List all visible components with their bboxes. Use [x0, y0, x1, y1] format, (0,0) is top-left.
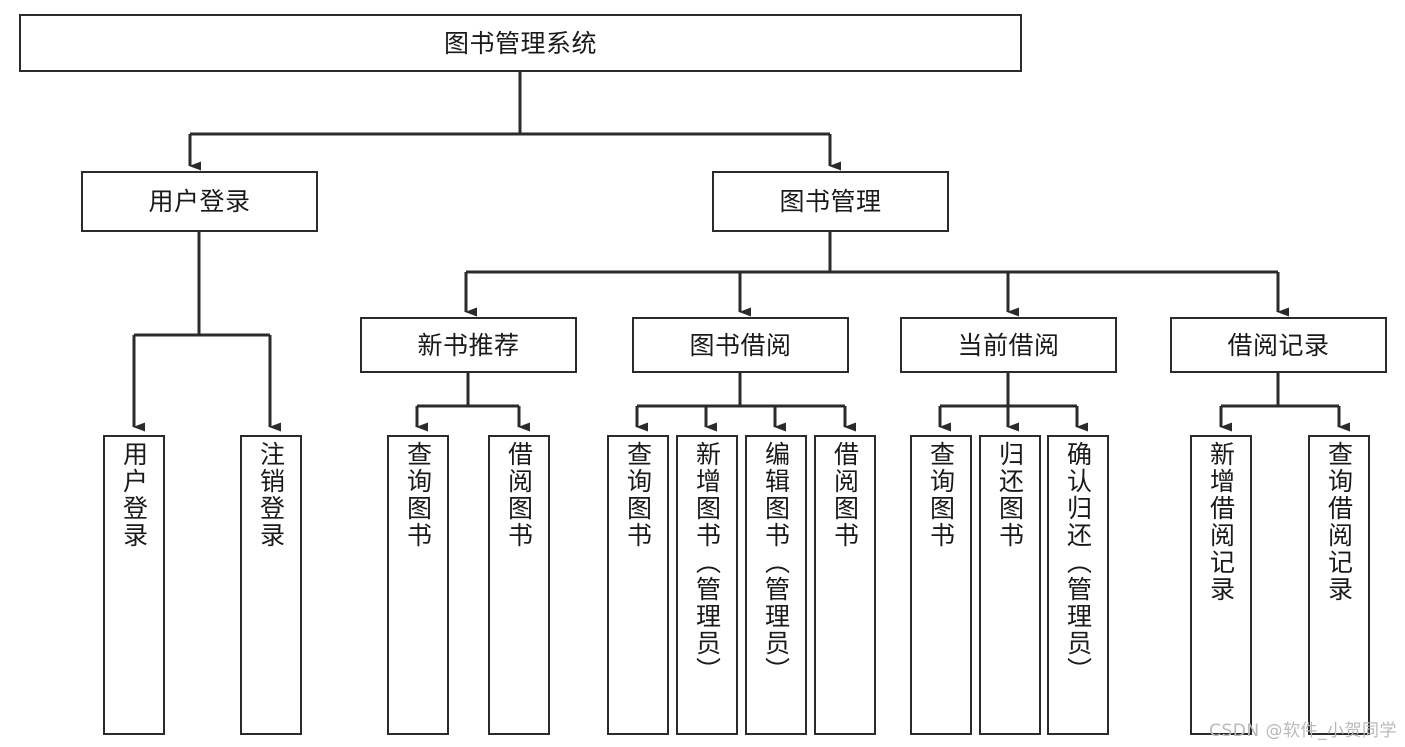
node-label: 图书管理	[779, 187, 882, 216]
node-label: 借阅图书	[830, 441, 860, 549]
leaf-user-login[interactable]: 用户登录	[103, 435, 165, 735]
node-user-login[interactable]: 用户登录	[81, 171, 318, 232]
leaf-query-book-borrow[interactable]: 查询图书	[607, 435, 669, 735]
node-label: 用户登录	[148, 187, 251, 216]
node-label: 当前借阅	[957, 330, 1060, 360]
node-label: 借阅记录	[1227, 330, 1330, 360]
node-label: 注销登录	[256, 441, 286, 549]
edge-group-book-borrow	[635, 373, 856, 432]
edge-group-borrow-record	[1219, 373, 1350, 432]
edge-group-new-book-rec	[415, 373, 530, 432]
node-label: 新书推荐	[417, 330, 520, 360]
node-label: 归还图书	[995, 441, 1025, 549]
node-label: 确认归还（管理员）	[1063, 441, 1093, 684]
node-borrow-record[interactable]: 借阅记录	[1170, 317, 1387, 373]
edge-group-book-manage	[464, 232, 1289, 317]
leaf-query-borrow-record[interactable]: 查询借阅记录	[1308, 435, 1370, 735]
node-label: 编辑图书（管理员）	[761, 441, 791, 684]
leaf-edit-book-admin[interactable]: 编辑图书（管理员）	[745, 435, 807, 735]
edge-group-current-borrow	[938, 373, 1088, 432]
node-book-management-system[interactable]: 图书管理系统	[19, 14, 1022, 72]
node-label: 查询图书	[926, 441, 956, 549]
node-label: 查询借阅记录	[1324, 441, 1354, 603]
node-label: 新增借阅记录	[1206, 441, 1236, 603]
leaf-query-book-new-rec[interactable]: 查询图书	[387, 435, 449, 735]
edge-group-user-login	[132, 232, 281, 432]
node-label: 用户登录	[119, 441, 149, 549]
node-book-manage[interactable]: 图书管理	[712, 171, 949, 232]
node-new-book-recommend[interactable]: 新书推荐	[360, 317, 577, 373]
node-label: 图书借阅	[689, 330, 792, 360]
leaf-logout-login[interactable]: 注销登录	[240, 435, 302, 735]
leaf-query-book-current[interactable]: 查询图书	[910, 435, 972, 735]
csdn-watermark: CSDN @软件_小贺同学	[1209, 721, 1397, 741]
node-book-borrow[interactable]: 图书借阅	[632, 317, 849, 373]
node-label: 查询图书	[403, 441, 433, 549]
leaf-add-borrow-record[interactable]: 新增借阅记录	[1190, 435, 1252, 735]
edge-group-root	[188, 72, 841, 171]
node-label: 图书管理系统	[443, 28, 597, 58]
node-label: 借阅图书	[504, 441, 534, 549]
node-label: 新增图书（管理员）	[692, 441, 722, 684]
node-current-borrow[interactable]: 当前借阅	[900, 317, 1117, 373]
leaf-borrow-book-new-rec[interactable]: 借阅图书	[488, 435, 550, 735]
leaf-return-book[interactable]: 归还图书	[979, 435, 1041, 735]
leaf-borrow-book-borrow[interactable]: 借阅图书	[814, 435, 876, 735]
leaf-confirm-return-admin[interactable]: 确认归还（管理员）	[1047, 435, 1109, 735]
leaf-add-book-admin[interactable]: 新增图书（管理员）	[676, 435, 738, 735]
node-label: 查询图书	[623, 441, 653, 549]
